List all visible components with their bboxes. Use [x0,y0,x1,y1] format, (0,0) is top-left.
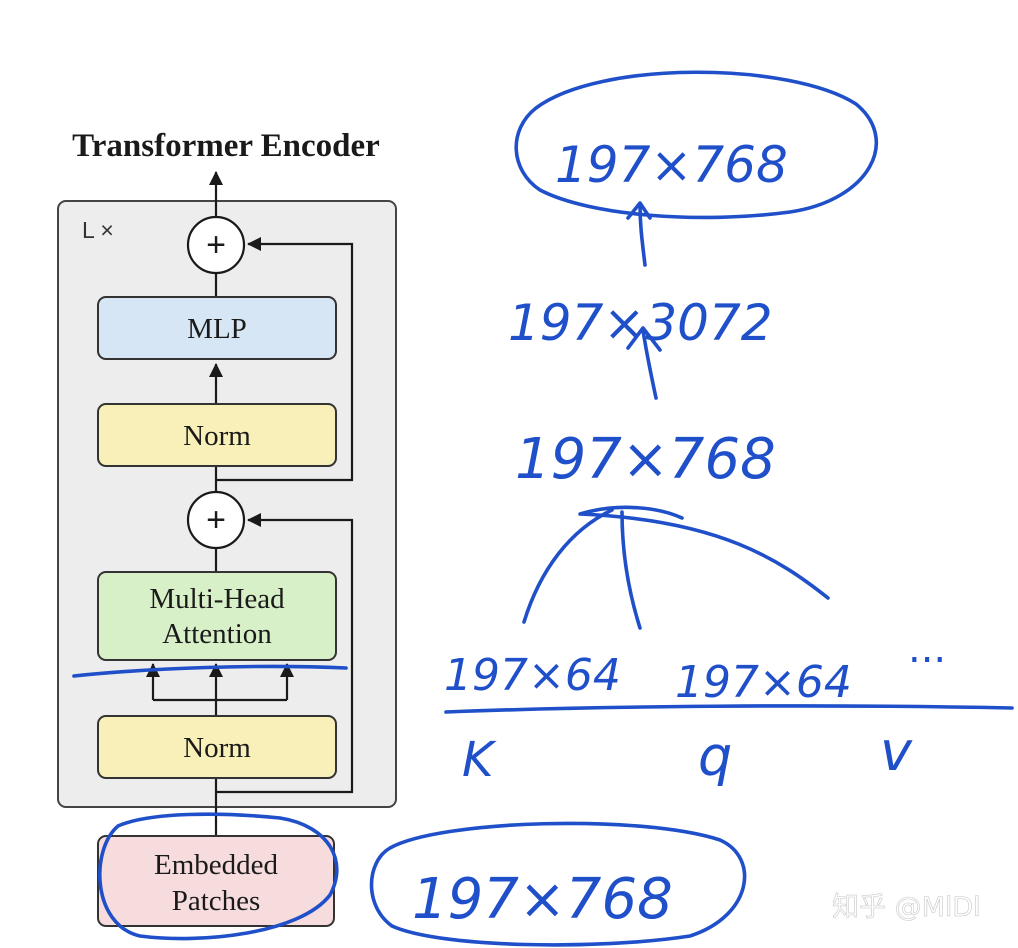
norm-bottom-label: Norm [183,732,251,764]
mha-label-line1: Multi-Head [149,583,285,615]
head-q-shape: 197×64 [675,657,852,708]
top-output-shape: 197×768 [555,136,788,194]
head-merge-arc-left [522,508,614,624]
norm-top-block: Norm [97,403,337,467]
add-symbol-top: + [206,226,226,264]
attention-input-underline [72,664,348,678]
input-shape: 197×768 [412,867,673,932]
multi-head-attention-block: Multi-Head Attention [97,571,337,661]
arrow-to-mlp-hidden [626,326,662,400]
norm-bottom-block: Norm [97,715,337,779]
head-merge-arc-right [578,505,830,600]
embedded-patches-block: Embedded Patches [97,835,335,927]
add-node-middle: + [186,490,246,550]
add-symbol-middle: + [206,501,226,539]
top-output-ellipse [514,70,879,220]
head-merge-arc-middle [620,510,642,630]
embedded-label-line2: Patches [172,885,261,917]
mlp-block: MLP [97,296,337,360]
mlp-hidden-shape: 197×3072 [508,294,773,352]
label-v: v [880,720,913,783]
embedded-label-line1: Embedded [154,849,279,881]
attention-output-shape: 197×768 [515,427,776,492]
mlp-label: MLP [187,313,247,345]
add-node-top: + [186,215,246,275]
label-k: K [462,732,497,788]
head-k-shape: 197×64 [444,650,621,701]
diagram-title: Transformer Encoder [72,128,380,164]
heads-baseline [444,704,1014,714]
label-q: q [698,725,732,788]
mha-label-line2: Attention [162,618,272,650]
arrow-to-top-output [626,201,652,267]
flow-lines [146,171,354,836]
head-more: ... [908,626,946,672]
input-ellipse [369,821,747,947]
norm-top-label: Norm [183,420,251,452]
repeat-label: L × [82,217,114,243]
watermark: 知乎 @MlDl [832,892,981,923]
embedded-patches-circle [98,812,339,941]
